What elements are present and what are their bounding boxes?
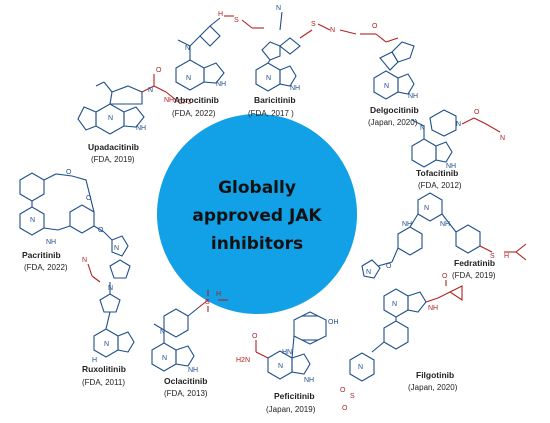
- fedratinib-atom-o: O: [386, 263, 392, 270]
- filgotinib-atom-nh: NH: [428, 305, 438, 312]
- peficitinib-atom-o: O: [252, 333, 258, 340]
- delgocitinib-atom-n2: N: [384, 83, 389, 90]
- filgotinib-atom-s: S: [350, 393, 355, 400]
- ruxolitinib-atom-n2: N: [108, 285, 113, 292]
- delgocitinib-atom-n: N: [330, 27, 335, 34]
- peficitinib-atom-h2n: H2N: [236, 357, 250, 364]
- baricitinib-atom-n: N: [266, 75, 271, 82]
- tofacitinib-atom-nh: NH: [446, 163, 456, 170]
- center-title-line3: inhibitors: [211, 234, 303, 254]
- structure-pacritinib: [19, 172, 129, 257]
- peficitinib-atom-hn: HN: [282, 349, 292, 356]
- drug-name-fedratinib: Fedratinib: [454, 258, 495, 268]
- ruxolitinib-atom-n: N: [82, 257, 87, 264]
- oclacitinib-atom-n: N: [160, 329, 165, 336]
- drug-approval-delgocitinib: (Japan, 2020): [368, 118, 418, 127]
- structure-upadacitinib: [77, 74, 177, 135]
- drug-name-tofacitinib: Tofacitinib: [416, 168, 458, 178]
- abrocitinib-atom-nh: NH: [216, 81, 226, 88]
- structure-filgotinib: [349, 280, 463, 382]
- drug-approval-oclacitinib: (FDA, 2013): [164, 389, 208, 398]
- structure-peficitinib: [255, 311, 327, 380]
- baricitinib-atom-s: S: [311, 21, 316, 28]
- structure-fedratinib: [361, 192, 527, 279]
- delgocitinib-atom-o: O: [372, 23, 378, 30]
- drug-approval-peficitinib: (Japan, 2019): [266, 405, 316, 414]
- tofacitinib-atom-n: N: [420, 125, 425, 132]
- structure-oclacitinib: [151, 290, 228, 372]
- filgotinib-atom-o3: O: [342, 405, 348, 412]
- fedratinib-atom-s: S: [490, 253, 495, 260]
- structure-abrocitinib: [175, 15, 264, 91]
- drug-name-upadacitinib: Upadacitinib: [88, 142, 139, 152]
- pacritinib-atom-n: N: [30, 217, 35, 224]
- peficitinib-atom-n: N: [278, 363, 283, 370]
- peficitinib-atom-nh: NH: [304, 377, 314, 384]
- peficitinib-atom-oh: OH: [328, 319, 339, 326]
- abrocitinib-atom-n2: N: [186, 75, 191, 82]
- drug-name-filgotinib: Filgotinib: [416, 370, 454, 380]
- upadacitinib-atom-nh2: NH: [164, 97, 174, 104]
- oclacitinib-atom-h: H: [216, 291, 221, 298]
- drug-approval-filgotinib: (Japan, 2020): [408, 383, 458, 392]
- upadacitinib-atom-cf3: CF3: [178, 99, 191, 106]
- filgotinib-atom-n: N: [392, 301, 397, 308]
- fedratinib-atom-n: N: [424, 205, 429, 212]
- drug-name-abrocitinib: Abrocitinib: [174, 95, 219, 105]
- fedratinib-atom-n2: N: [366, 269, 371, 276]
- upadacitinib-atom-o: O: [156, 67, 162, 74]
- pacritinib-atom-nh: NH: [46, 239, 56, 246]
- upadacitinib-atom-n2: N: [108, 115, 113, 122]
- oclacitinib-atom-nh: NH: [188, 367, 198, 374]
- structure-baricitinib: [255, 11, 331, 92]
- drug-approval-baricitinib: (FDA, 2017 ): [248, 109, 294, 118]
- fedratinib-atom-nh2: NH: [440, 221, 450, 228]
- delgocitinib-atom-nh: NH: [408, 93, 418, 100]
- drug-name-peficitinib: Peficitinib: [274, 391, 315, 401]
- fedratinib-atom-nh: NH: [402, 221, 412, 228]
- ruxolitinib-atom-h: H: [92, 357, 97, 364]
- baricitinib-atom-n-nitrile: N: [276, 5, 281, 12]
- oclacitinib-atom-n2: N: [162, 355, 167, 362]
- drug-name-delgocitinib: Delgocitinib: [370, 105, 419, 115]
- tofacitinib-atom-o: O: [474, 109, 480, 116]
- pacritinib-atom-n2: N: [114, 245, 119, 252]
- drug-approval-fedratinib: (FDA, 2019): [452, 271, 496, 280]
- structure-ruxolitinib: [87, 259, 135, 358]
- drug-approval-pacritinib: (FDA, 2022): [24, 263, 68, 272]
- center-title-line1: Globally: [218, 178, 296, 198]
- filgotinib-atom-n2: N: [358, 364, 363, 371]
- filgotinib-atom-o2: O: [340, 387, 346, 394]
- abrocitinib-atom-n: N: [185, 45, 190, 52]
- drug-name-oclacitinib: Oclacitinib: [164, 376, 207, 386]
- center-circle: [157, 114, 357, 314]
- drug-name-ruxolitinib: Ruxolitinib: [82, 364, 126, 374]
- fedratinib-atom-h: H: [504, 253, 509, 260]
- upadacitinib-atom-nh: NH: [136, 125, 146, 132]
- tofacitinib-atom-n2: N: [456, 121, 461, 128]
- filgotinib-atom-o: O: [442, 273, 448, 280]
- upadacitinib-atom-n: N: [148, 87, 153, 94]
- structure-delgocitinib: [339, 29, 415, 100]
- drug-approval-abrocitinib: (FDA, 2022): [172, 109, 216, 118]
- drug-approval-upadacitinib: (FDA, 2019): [91, 155, 135, 164]
- pacritinib-atom-o3: O: [98, 227, 104, 234]
- structure-tofacitinib: [411, 109, 501, 168]
- ruxolitinib-atom-n3: N: [104, 341, 109, 348]
- baricitinib-atom-nh: NH: [290, 85, 300, 92]
- drug-approval-ruxolitinib: (FDA, 2011): [82, 378, 125, 387]
- pacritinib-atom-o2: O: [86, 195, 92, 202]
- drug-name-pacritinib: Pacritinib: [22, 250, 61, 260]
- pacritinib-atom-o: O: [66, 169, 72, 176]
- abrocitinib-atom-s: S: [234, 17, 239, 24]
- center-title-line2: approved JAK: [192, 206, 322, 226]
- abrocitinib-atom-h: H: [218, 11, 223, 18]
- tofacitinib-atom-n3: N: [500, 135, 505, 142]
- oclacitinib-atom-s: S: [205, 299, 210, 306]
- drug-approval-tofacitinib: (FDA, 2012): [418, 181, 462, 190]
- drug-name-baricitinib: Baricitinib: [254, 95, 296, 105]
